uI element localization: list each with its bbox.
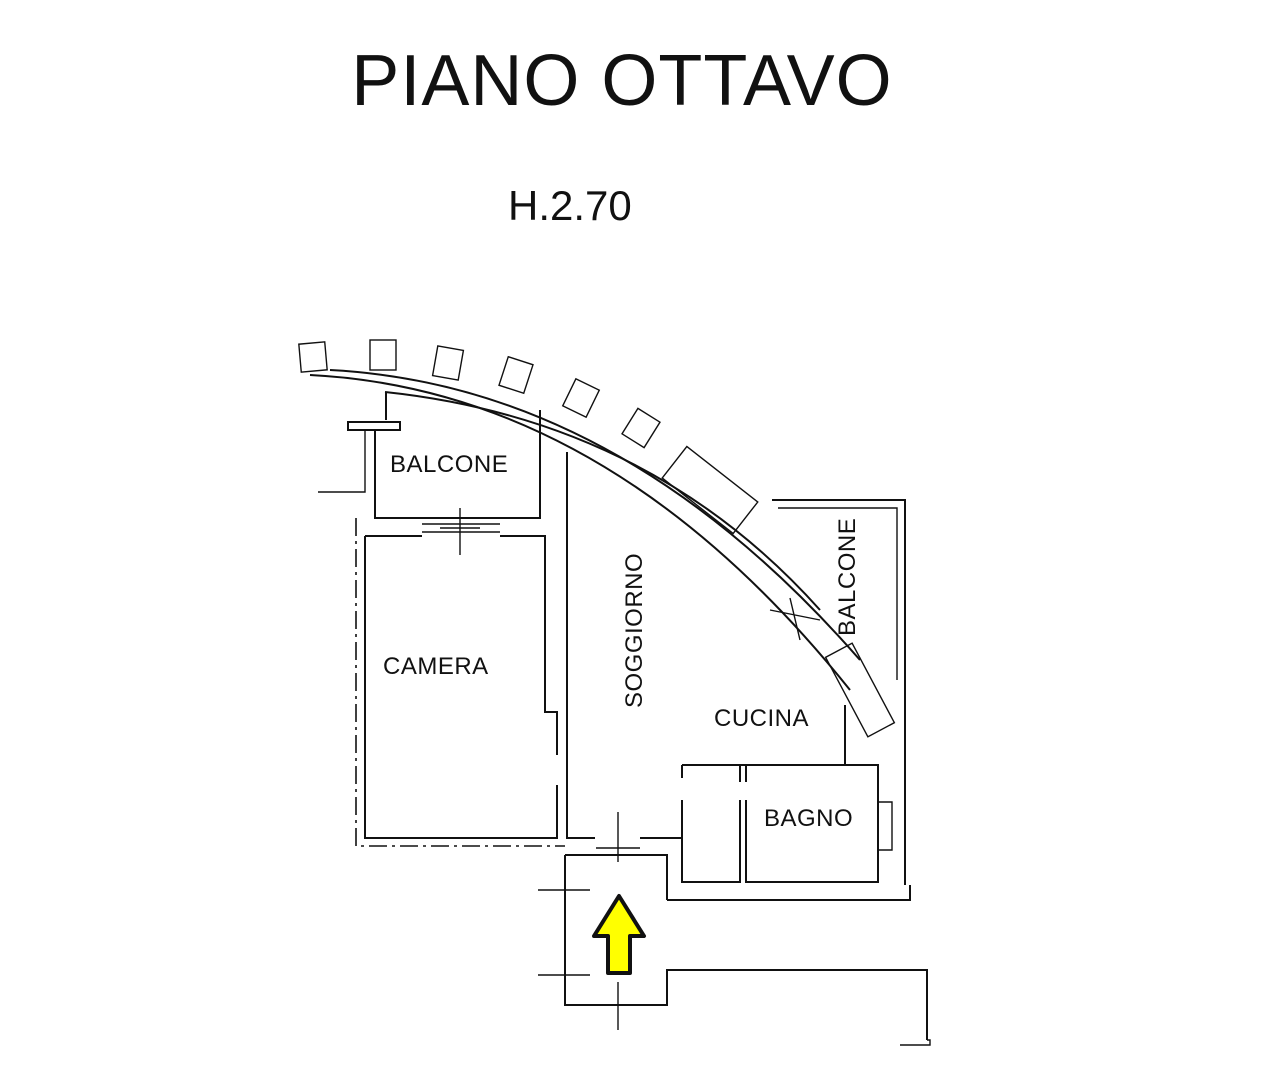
room-label-balcone-top: BALCONE bbox=[390, 451, 508, 478]
curved-facade bbox=[298, 339, 896, 738]
room-label-balcone-right: BALCONE bbox=[834, 518, 861, 636]
room-label-cucina: CUCINA bbox=[714, 705, 809, 732]
room-label-camera: CAMERA bbox=[383, 653, 489, 680]
room-label-bagno: BAGNO bbox=[764, 805, 853, 832]
ceiling-height-label: H.2.70 bbox=[508, 182, 632, 229]
balcone-right-room: BALCONE bbox=[772, 499, 906, 885]
balcone-top-room: BALCONE bbox=[318, 392, 541, 519]
room-label-soggiorno: SOGGIORNO bbox=[621, 553, 648, 708]
page-title: PIANO OTTAVO bbox=[351, 41, 893, 121]
entrance-corridor bbox=[538, 597, 931, 1046]
soggiorno-room: SOGGIORNO CUCINA bbox=[566, 452, 846, 862]
up-arrow-icon bbox=[592, 894, 646, 975]
bagno-room: BAGNO bbox=[667, 764, 911, 901]
camera-room: CAMERA bbox=[355, 508, 565, 847]
